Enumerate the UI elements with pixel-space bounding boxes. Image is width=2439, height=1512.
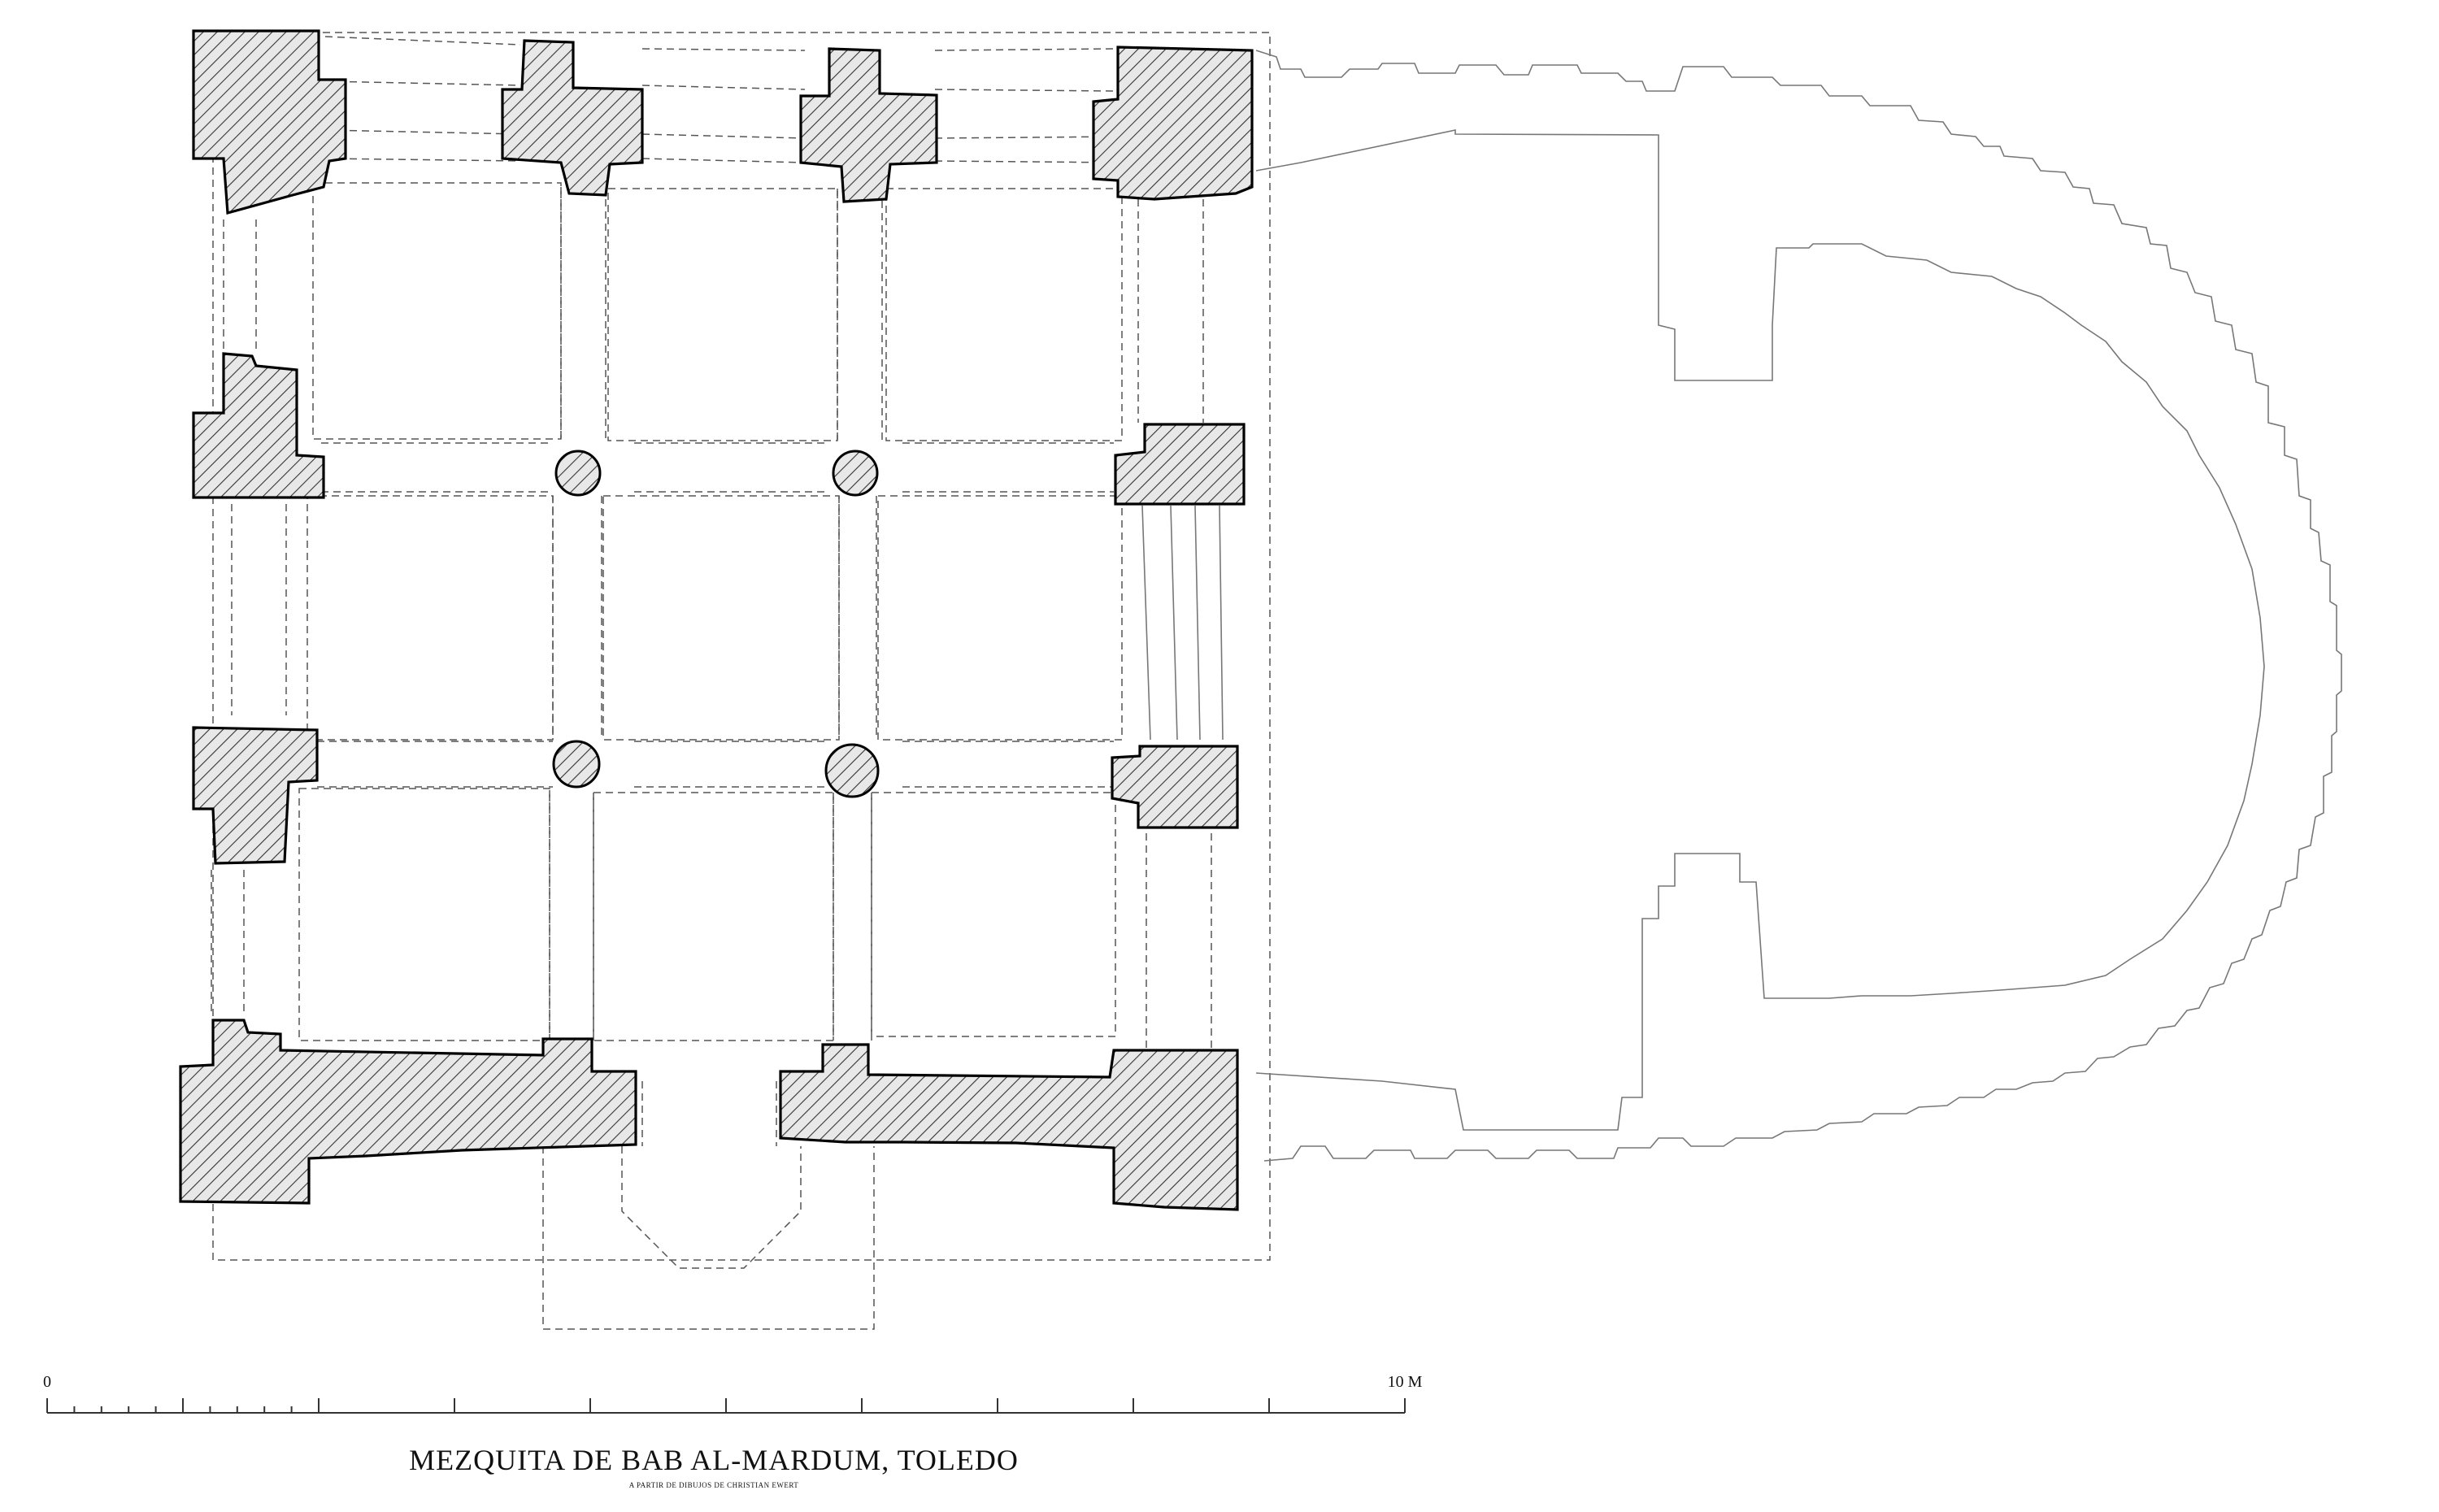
column-3 — [552, 740, 601, 789]
pier-top-left — [192, 29, 347, 215]
plan-title: MEZQUITA DE BAB AL-MARDUM, TOLEDO — [409, 1444, 1019, 1476]
pier-left-upper — [192, 352, 325, 499]
wall-bottom-left — [179, 1019, 637, 1205]
scale-bar: 0 10 M — [43, 1373, 1423, 1414]
pier-top-center-left — [501, 39, 644, 197]
column-4 — [824, 743, 880, 798]
columns — [552, 450, 880, 798]
scale-ticks — [46, 1398, 1406, 1413]
scale-start-label: 0 — [43, 1373, 51, 1391]
column-1 — [554, 450, 602, 497]
pier-top-right — [1092, 46, 1254, 201]
wall-bottom-right — [779, 1043, 1239, 1211]
pier-right-upper — [1114, 423, 1246, 506]
dashed-reconstruction-lines — [211, 32, 1271, 1330]
solid-walls — [179, 29, 1254, 1211]
scale-end-label: 10 M — [1388, 1373, 1423, 1391]
plan-credit: A PARTIR DE DIBUJOS DE CHRISTIAN EWERT — [629, 1481, 799, 1489]
pier-right-lower — [1111, 745, 1239, 829]
apse-outline — [1255, 50, 2342, 1162]
right-aisle-lines — [1141, 505, 1224, 741]
pier-top-center-right — [799, 47, 938, 203]
column-2 — [832, 450, 879, 497]
pier-left-lower — [192, 726, 319, 865]
